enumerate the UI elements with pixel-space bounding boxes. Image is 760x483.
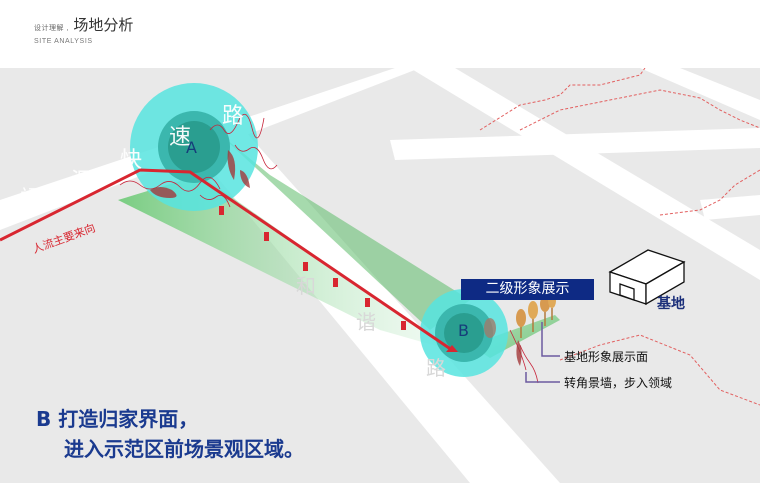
flow-wavy-lines (119, 114, 539, 384)
flow-posts (219, 206, 406, 330)
caption: B 打造归家界面， 进入示范区前场景观区域。 (36, 404, 304, 464)
secondary-image-banner: 二级形象展示 (461, 279, 594, 300)
people-flow-path (0, 168, 453, 352)
site-boundary-3 (659, 169, 760, 216)
site-boundary (479, 68, 646, 131)
node-a-inner (168, 121, 220, 173)
note-corner-wall: 转角景墙，步入领域 (564, 376, 673, 390)
flow-arrow-head (446, 345, 458, 352)
caption-line-2: 进入示范区前场景观区域。 (64, 437, 304, 461)
page-header: 设计理解 , 场地分析 SITE ANALYSIS (34, 14, 133, 45)
caption-line-1: B 打造归家界面， (36, 407, 199, 431)
page-title: 场地分析 (73, 16, 134, 34)
landmark-sculptures (150, 150, 522, 366)
base-building (608, 249, 686, 306)
road-name-char: 路 (222, 104, 245, 129)
site-map (0, 68, 760, 483)
road-name-char: 快 (120, 148, 143, 173)
base-site-label: 基地 (657, 296, 685, 312)
site-boundary-2 (519, 89, 760, 131)
note-base-frontage: 基地形象展示面 (564, 350, 649, 364)
view-corridor-ab (215, 130, 470, 330)
road-name-2-char: 路 (426, 356, 446, 380)
annotation-leaders (525, 322, 560, 383)
road-name-char: 速 (169, 125, 192, 150)
road-name-char: 福 (20, 187, 43, 212)
node-b-label: B (458, 321, 469, 340)
section-label: 设计理解 , (34, 25, 69, 32)
road-name-2-char: 谐 (356, 310, 376, 334)
road-name-char: 源 (71, 169, 94, 194)
node-a-label: A (186, 138, 197, 157)
page-subtitle: SITE ANALYSIS (34, 38, 93, 45)
node-b-inner (444, 313, 484, 353)
road-name-2-char: 和 (296, 274, 316, 298)
site-boundary-4 (559, 334, 760, 406)
